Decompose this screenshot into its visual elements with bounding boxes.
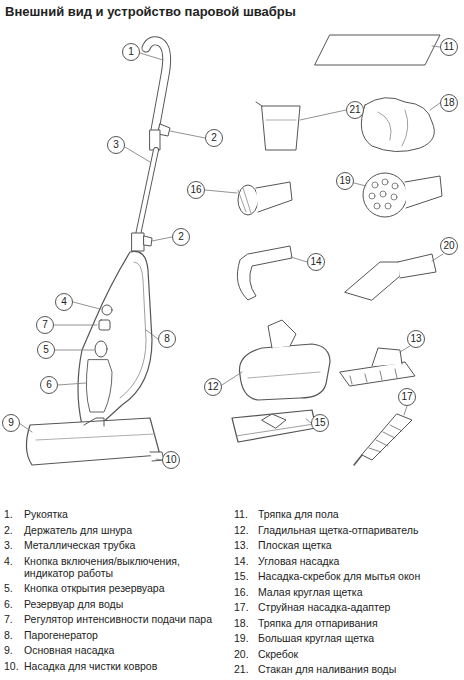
part-name: Рукоятка [24, 508, 229, 520]
callout-text: 4 [61, 297, 67, 307]
legend-number: 8. [4, 629, 13, 641]
part-name: Держатель для шнура [24, 524, 229, 536]
callout-text: 6 [46, 380, 52, 390]
callout-number: 5 [37, 341, 55, 359]
callout-text: 14 [310, 257, 321, 267]
callout-text: 8 [164, 334, 170, 344]
callout-text: 3 [113, 140, 119, 150]
legend-number: 14. [234, 555, 249, 567]
callout-text: 11 [444, 42, 454, 52]
legend-number: 12. [234, 524, 249, 536]
callout-text: 19 [339, 176, 350, 186]
legend-number: 5. [4, 582, 13, 594]
part-name: Тряпка для пола [258, 508, 458, 520]
legend-number: 10. [4, 660, 19, 672]
legend-number: 16. [234, 586, 249, 598]
callout-number: 2 [172, 228, 190, 246]
legend-number: 21. [234, 663, 249, 675]
legend-number: 7. [4, 613, 13, 625]
callout-text: 2 [178, 232, 184, 242]
callout-text: 5 [43, 345, 49, 355]
legend-number: 9. [4, 644, 13, 656]
legend-number: 1. [4, 508, 13, 520]
callout-number: 2 [205, 129, 223, 147]
callout-number: 7 [36, 316, 54, 334]
callout-text: 15 [314, 418, 325, 428]
callout-text: 10 [165, 455, 176, 465]
callout-number: 11 [440, 38, 458, 56]
part-name: Резервуар для воды [24, 598, 229, 610]
part-name: Стакан для наливания воды [258, 663, 458, 675]
part-name: Плоская щетка [258, 539, 458, 551]
part-name: Кнопка открытия резервуара [24, 582, 229, 594]
part-name: Регулятор интенсивности подачи пара [24, 613, 229, 625]
part-name: Основная насадка [24, 644, 229, 656]
part-name: Металлическая трубка [24, 539, 229, 551]
part-name: Гладильная щетка-отпариватель [258, 524, 458, 536]
part-name: Струйная насадка-адаптер [258, 601, 458, 613]
part-name: Кнопка включения/выключения, индикатор р… [24, 555, 229, 579]
callout-text: 9 [8, 418, 14, 428]
legend-number: 6. [4, 598, 13, 610]
legend-number: 15. [234, 570, 249, 582]
legend-number: 11. [234, 508, 248, 520]
part-name: Угловая насадка [258, 555, 458, 567]
legend-number: 4. [4, 555, 13, 567]
callout-text: 2 [211, 133, 217, 143]
callout-text: 21 [349, 105, 360, 115]
part-name: Насадка-скребок для мытья окон [258, 570, 458, 582]
legend-number: 18. [234, 617, 249, 629]
callout-number: 15 [311, 414, 329, 432]
legend-number: 17. [234, 601, 249, 613]
part-name: Насадка для чистки ковров [24, 660, 229, 672]
callout-text: 16 [190, 185, 201, 195]
callout-number: 10 [162, 451, 180, 469]
callout-text: 7 [42, 320, 48, 330]
callout-number: 9 [2, 414, 20, 432]
callout-number: 4 [55, 293, 73, 311]
callout-text: 12 [207, 382, 218, 392]
callout-text: 1 [128, 47, 134, 57]
callout-number: 1 [122, 43, 140, 61]
legend-number: 2. [4, 524, 13, 536]
callout-number: 8 [158, 330, 176, 348]
callout-number: 13 [407, 330, 425, 348]
callout-number: 20 [440, 237, 458, 255]
legend-number: 13. [234, 539, 249, 551]
callout-number: 6 [40, 376, 58, 394]
legend-number: 19. [234, 632, 249, 644]
callout-text: 17 [401, 392, 412, 402]
callout-number: 14 [307, 253, 325, 271]
callout-number: 17 [398, 388, 416, 406]
callout-text: 18 [443, 98, 454, 108]
part-name: Парогенератор [24, 629, 229, 641]
diagram-title: Внешний вид и устройство паровой швабры [5, 4, 296, 19]
legend-number: 3. [4, 539, 13, 551]
part-name: Тряпка для отпаривания [258, 617, 458, 629]
callout-number: 16 [187, 181, 205, 199]
callout-text: 13 [410, 334, 421, 344]
callout-number: 3 [107, 136, 125, 154]
callout-number: 21 [346, 101, 364, 119]
callout-number: 19 [336, 172, 354, 190]
callout-text: 20 [443, 241, 454, 251]
callout-number: 12 [204, 378, 222, 396]
part-name: Большая круглая щетка [258, 632, 458, 644]
part-name: Скребок [258, 648, 458, 660]
part-name: Малая круглая щетка [258, 586, 458, 598]
legend-number: 20. [234, 648, 249, 660]
callout-number: 18 [440, 94, 458, 112]
